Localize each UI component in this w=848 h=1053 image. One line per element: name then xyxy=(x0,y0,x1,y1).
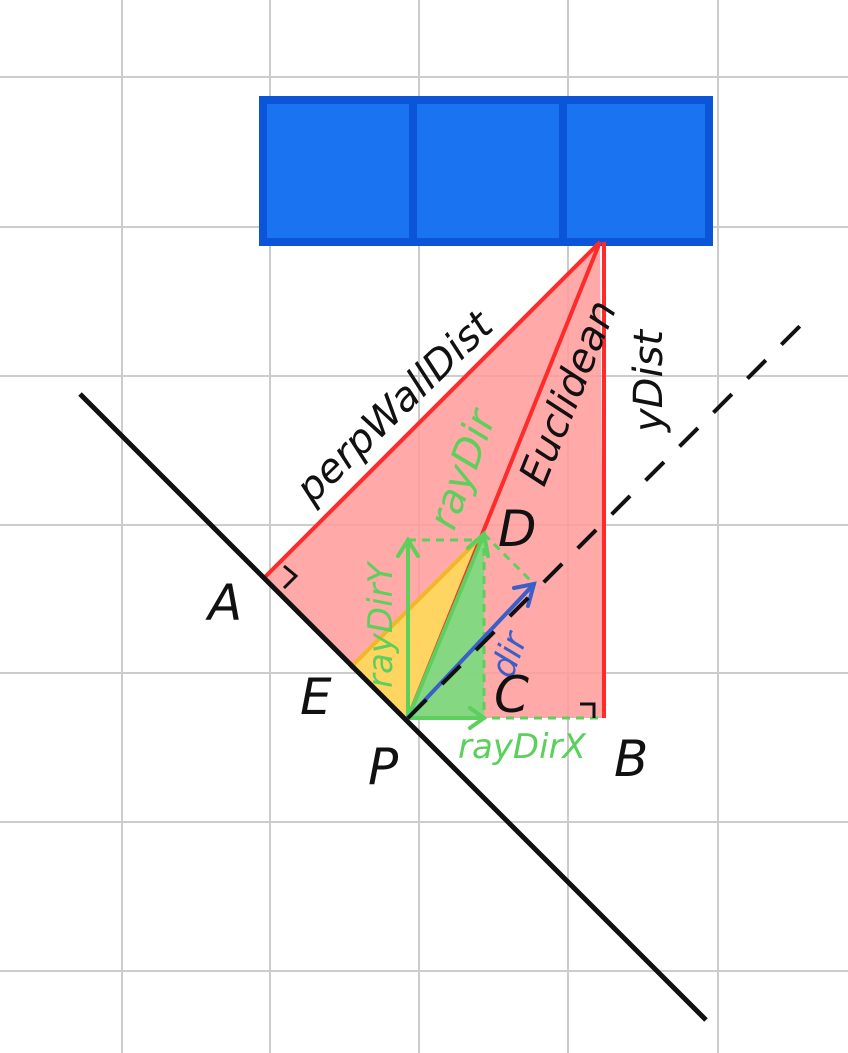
point-c: C xyxy=(494,666,529,724)
label-y-dist: yDist xyxy=(626,329,672,433)
right-angle-marker-a xyxy=(282,564,299,590)
ray-dir-y-arrowhead xyxy=(396,536,420,558)
label-ray-dir-x: rayDirX xyxy=(458,727,587,767)
yellow-line xyxy=(348,532,486,670)
camera-plane-line xyxy=(78,392,708,1022)
point-e: E xyxy=(300,668,332,726)
ray-dir-vector xyxy=(406,532,486,720)
ray-dir-x-arrowhead xyxy=(468,706,488,730)
yellow-triangle xyxy=(350,534,484,718)
right-angle-marker-b xyxy=(580,702,596,718)
ray-dir-arrowhead xyxy=(466,530,490,558)
green-vectors xyxy=(396,530,490,730)
point-b: B xyxy=(614,730,648,788)
wall-block-3 xyxy=(559,96,713,246)
point-p: P xyxy=(368,738,399,796)
wall-block-2 xyxy=(409,96,567,246)
label-ray-dir-y: rayDirY xyxy=(361,560,401,688)
wall-blocks xyxy=(259,96,713,246)
point-d: D xyxy=(498,500,537,558)
wall-block-1 xyxy=(259,96,417,246)
point-a: A xyxy=(205,574,242,632)
perp-wall-triangle xyxy=(264,242,600,718)
perp-wall-dist-line xyxy=(262,240,602,580)
dir-vector xyxy=(406,581,537,720)
dir-arrowhead xyxy=(512,581,537,608)
